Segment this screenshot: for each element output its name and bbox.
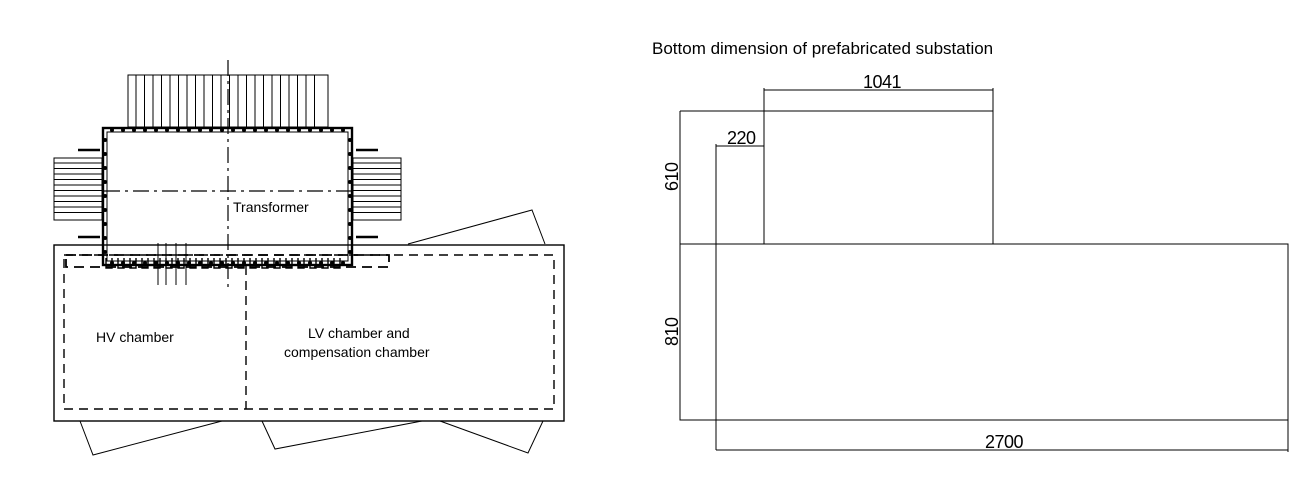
- dimension-610: 610: [662, 110, 764, 244]
- lower-block-outline: [679, 243, 1289, 421]
- dimension-2700-label: 2700: [985, 432, 1024, 452]
- substation-enclosure: [53, 244, 565, 422]
- open-door-bottom-left: [79, 420, 223, 456]
- dimension-220-label: 220: [727, 128, 756, 148]
- right-dimension-diagram: Bottom dimension of prefabricated substa…: [652, 39, 1289, 452]
- transformer-right-radiator: [352, 157, 402, 221]
- transformer-bolt-row: [103, 128, 352, 269]
- dimension-220: 220: [715, 128, 764, 450]
- open-door-top-right: [407, 209, 546, 245]
- open-door-bottom-right: [261, 420, 544, 454]
- lv-chamber-label-line1: LV chamber and: [308, 325, 410, 341]
- transformer-label: Transformer: [233, 199, 309, 215]
- dimension-810-label: 810: [662, 317, 682, 346]
- upper-block-outline: [763, 110, 994, 245]
- cable-bushings: [157, 243, 187, 285]
- dimension-1041-label: 1041: [863, 72, 902, 92]
- transformer-left-radiator: [53, 157, 103, 221]
- hv-chamber-label: HV chamber: [96, 329, 174, 345]
- dimension-810: 810: [662, 244, 682, 420]
- lv-chamber-label-line2: compensation chamber: [284, 344, 430, 360]
- side-handles: [78, 148, 378, 239]
- dimension-2700: 2700: [716, 420, 1289, 452]
- left-layout-diagram: Transformer HV chamber LV chamber and co…: [53, 60, 565, 456]
- dimension-1041: 1041: [763, 72, 994, 111]
- dimension-610-label: 610: [662, 162, 682, 191]
- dimension-diagram-title: Bottom dimension of prefabricated substa…: [652, 39, 993, 58]
